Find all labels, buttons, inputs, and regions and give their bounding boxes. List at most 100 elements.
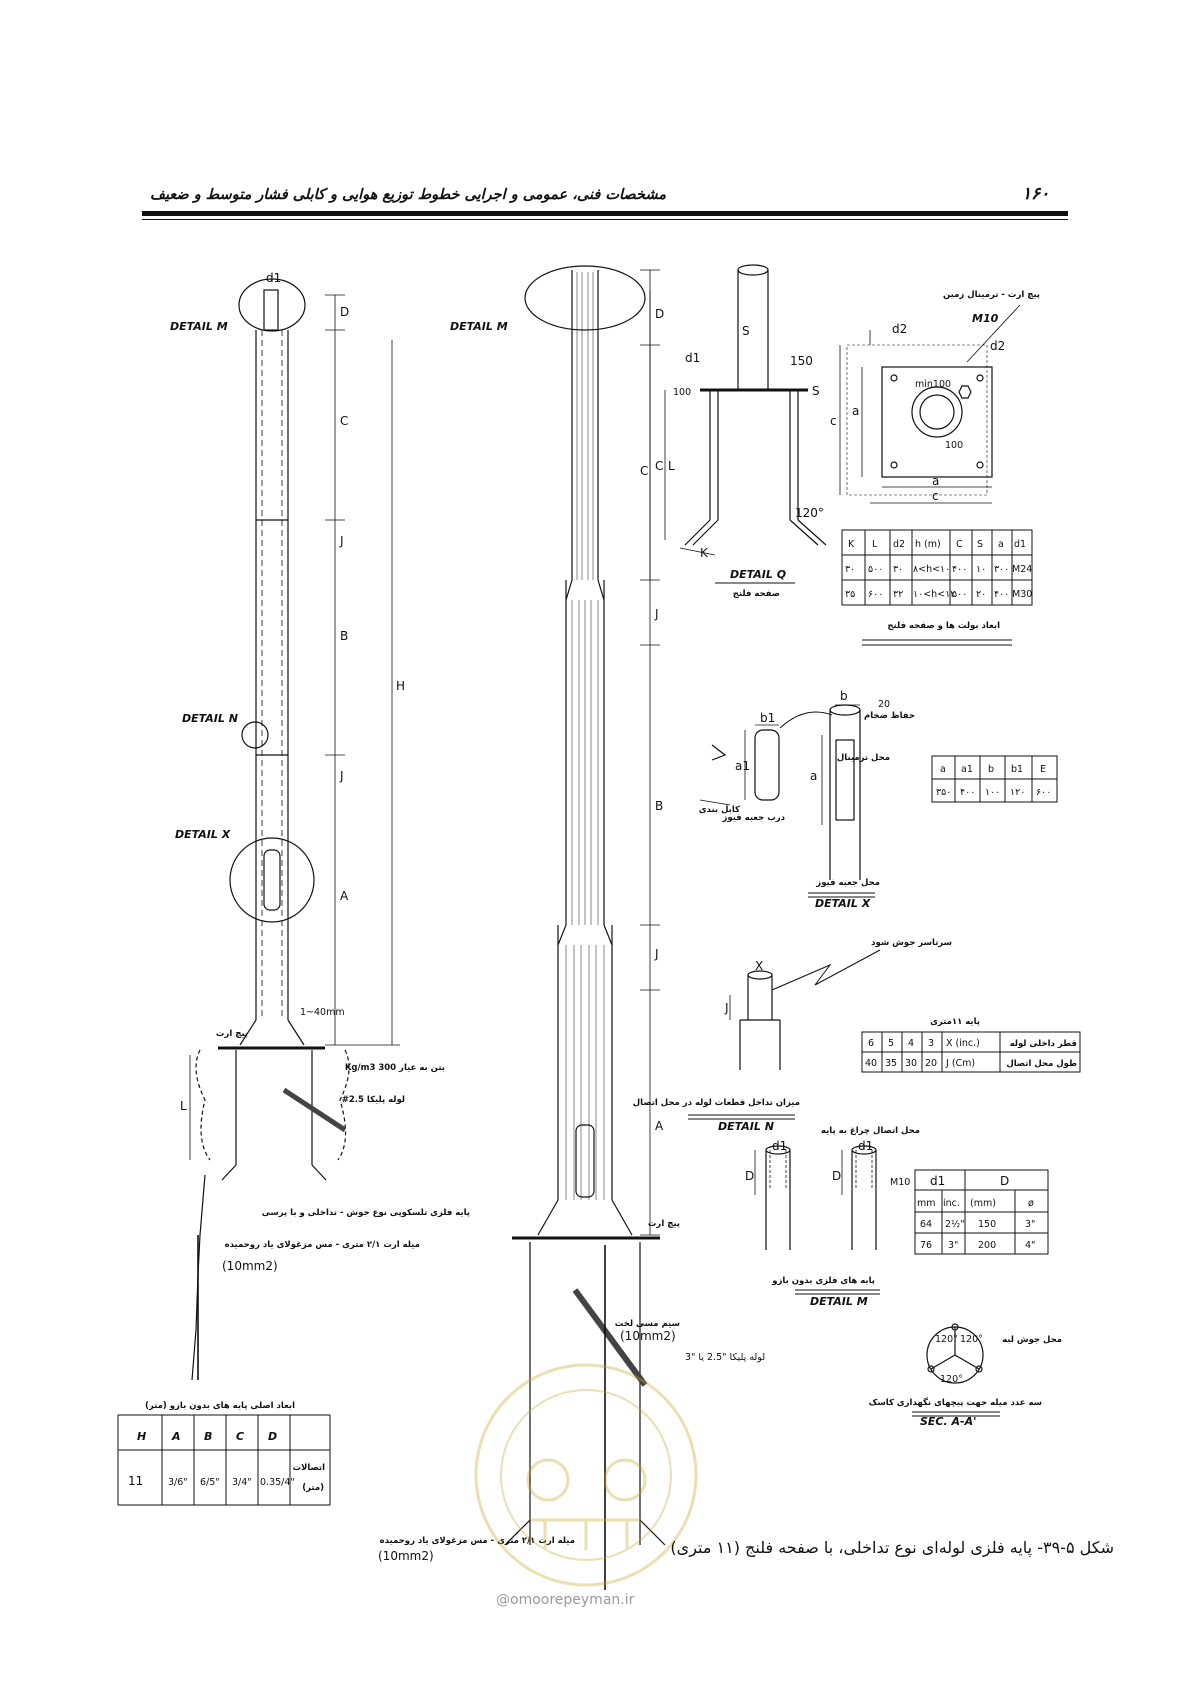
- detail-x-title-fa: محل جعبه فیوز: [815, 878, 880, 888]
- detail-n-underline: [688, 1114, 795, 1120]
- bolt-table-underline: [862, 639, 1012, 646]
- detail-q-d1: d1: [685, 351, 700, 365]
- overlap-h-3: 3: [928, 1038, 934, 1049]
- detail-m-underline: [795, 1289, 880, 1295]
- detail-m-db: D: [832, 1169, 841, 1183]
- center-label-earth-bolt: پیچ ارت: [648, 1219, 680, 1229]
- bolt-h-s: S: [977, 539, 983, 550]
- overlap-v-30: 30: [905, 1058, 917, 1069]
- fuse-v-a1: ۴۰۰: [960, 787, 975, 798]
- lamp-table: [914, 1169, 1049, 1255]
- bolt-r2-d2: ۳۲: [893, 589, 903, 600]
- caption-suffix: (۱۱ متری): [670, 1538, 740, 1557]
- bolt-r2-l: ۶۰۰: [868, 589, 883, 600]
- section-aa-title: SEC. A-A': [920, 1415, 976, 1428]
- section-aa-note-bottom: سه عدد میله جهت پیچهای نگهداری کاسک: [869, 1397, 1042, 1408]
- detail-n-title: DETAIL N: [718, 1120, 774, 1133]
- fuse-door-left: [263, 849, 281, 911]
- overlap-v-label: طول محل اتصال: [1006, 1059, 1077, 1069]
- fuse-h-a1: a1: [961, 764, 973, 775]
- detail-n-j: J: [724, 1001, 729, 1015]
- left-label-earth-bolt: پیچ ارت: [216, 1029, 248, 1039]
- caption-prefix: شکل ۵-۳۹- پایه فلزی لوله‌ای نوع تداخلی، …: [745, 1538, 1114, 1557]
- bolt-h-k: K: [848, 539, 855, 550]
- center-label-rod: میله ارت ۲/۱ متری - مس مزغولای یاد روحمی…: [380, 1536, 575, 1546]
- detail-n-circle-left: [241, 721, 269, 749]
- main-dims-table: [117, 1414, 331, 1506]
- detail-n-x: X: [755, 959, 763, 973]
- detail-x-20: 20: [878, 699, 890, 710]
- flange-m10: M10: [972, 312, 999, 325]
- bolt-r2-c: ۵۰۰: [952, 589, 967, 600]
- lamp-r1-dia: 3": [1025, 1219, 1035, 1230]
- detail-x-note1: کابل بندی: [699, 805, 740, 815]
- bolt-h-d1: d1: [1014, 539, 1026, 550]
- left-detail-m-label: DETAIL M: [170, 320, 228, 333]
- detail-q-drawing: [649, 264, 827, 580]
- lamp-r1-d: 150: [978, 1219, 996, 1230]
- center-dim-j1: J: [654, 607, 659, 621]
- detail-x-note2: درب جعبه فیوز: [721, 813, 785, 823]
- left-label-concrete: بتن به عیار 300 Kg/m3: [345, 1063, 445, 1073]
- left-label-rod: میله ارت ۲/۱ متری - مس مزغولای یاد روحمی…: [225, 1240, 420, 1250]
- detail-x-note3: حفاظ ضخام: [864, 711, 915, 721]
- detail-x-drawing: [699, 704, 861, 880]
- left-dim-b: B: [340, 629, 348, 643]
- lamp-r2-dia: 4": [1025, 1240, 1035, 1251]
- fuse-h-e: E: [1040, 764, 1046, 775]
- bolt-r1-l: ۵۰۰: [868, 564, 883, 575]
- bolt-h-c: C: [956, 539, 963, 550]
- left-detail-n-label: DETAIL N: [182, 712, 238, 725]
- lamp-s-dia: ø: [1028, 1198, 1034, 1209]
- left-pole-drawing: [189, 278, 400, 1381]
- left-d1-label: d1: [266, 271, 281, 285]
- detail-q-100: 100: [673, 387, 691, 398]
- center-detail-m-label: DETAIL M: [450, 320, 508, 333]
- detail-m-title-fa: محل اتصال چراغ به پایه: [821, 1126, 920, 1136]
- bolt-r2-k: ۳۵: [845, 589, 855, 600]
- bolt-h-a: a: [998, 539, 1004, 550]
- left-dim-j2: J: [339, 769, 344, 783]
- detail-q-l: L: [668, 459, 675, 473]
- fuse-v-b1: ۱۲۰: [1010, 787, 1025, 798]
- detail-q-subtitle: صفحه فلنج: [733, 589, 780, 599]
- fuse-door-center: [575, 1124, 595, 1198]
- detail-m-d1b: d1: [858, 1139, 873, 1153]
- header-rule-thin: [142, 219, 1068, 220]
- detail-x-title: DETAIL X: [815, 897, 871, 910]
- detail-x-a: a: [810, 769, 817, 783]
- detail-m-circle-center: [524, 265, 646, 331]
- bolt-h-h: h (m): [915, 539, 941, 550]
- detail-m-circle-left: [238, 278, 306, 332]
- section-aa-underline: [912, 1411, 1000, 1417]
- center-label-wire: سیم مسی لخت: [615, 1319, 680, 1329]
- flange-100: 100: [945, 440, 963, 451]
- lamp-r1-mm: 64: [920, 1219, 932, 1230]
- left-dim-d: D: [340, 305, 349, 319]
- watermark-text: @omoorepeyman.ir: [496, 1592, 635, 1608]
- bolt-r1-c: ۴۰۰: [952, 564, 967, 575]
- flange-c-h: c: [932, 489, 939, 503]
- detail-q-k: K: [700, 546, 709, 560]
- lamp-h-d1: d1: [930, 1174, 945, 1188]
- lamp-s-inc: inc.: [943, 1198, 960, 1209]
- flange-c-v: c: [830, 414, 837, 428]
- bolt-h-d2: d2: [893, 539, 905, 550]
- flange-min100: min100: [915, 379, 951, 390]
- section-aa-angle3: 120°: [940, 1374, 963, 1385]
- detail-q-s-top: S: [742, 324, 750, 338]
- overlap-v-35: 35: [885, 1058, 897, 1069]
- fuse-v-b: ۱۰۰: [985, 787, 1000, 798]
- detail-q-c: C: [640, 464, 648, 478]
- bolt-r2-a: ۴۰۰: [994, 589, 1009, 600]
- section-aa-angle1: 120°: [935, 1334, 958, 1345]
- detail-q-s-side: S: [812, 384, 820, 398]
- left-dim-j1: J: [339, 534, 344, 548]
- flange-d2a: d2: [892, 322, 907, 336]
- detail-x-underline: [808, 892, 875, 898]
- detail-m-subtitle-fa: پایه های فلزی بدون بازو: [771, 1276, 875, 1286]
- flange-a-h: a: [932, 474, 939, 488]
- flange-a-v: a: [852, 404, 859, 418]
- section-aa-note-top: محل جوش لبه: [1002, 1335, 1062, 1345]
- center-label-section2: (10mm2): [378, 1549, 434, 1563]
